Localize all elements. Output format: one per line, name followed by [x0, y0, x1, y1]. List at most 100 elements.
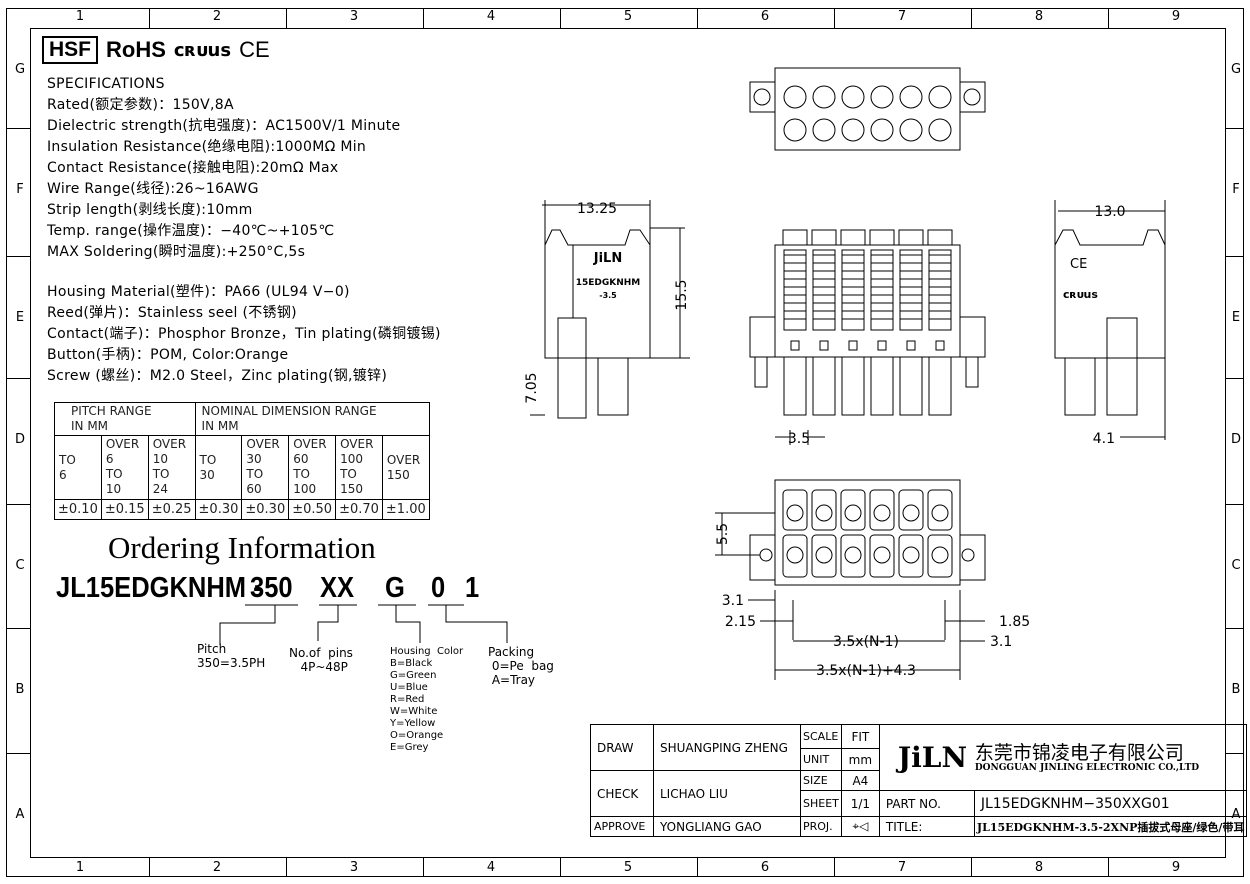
push-button	[899, 249, 923, 331]
pins-note: No.of pins 4P~48P	[289, 646, 353, 674]
projection-symbol: ⌖◁	[840, 816, 880, 837]
part-code-pitch: 350	[250, 572, 293, 604]
draw-name: SHUANGPING ZHENG	[653, 724, 801, 771]
tolerance-range: OVER 30 TO 60	[241, 435, 290, 500]
zone-row-C: C	[15, 558, 25, 573]
outer-border	[6, 8, 1244, 877]
wire-entry-icon	[870, 118, 894, 142]
dim-width-left: 13.25	[577, 201, 617, 217]
part-code-packing: 0	[431, 572, 446, 604]
zone-column-4: 4	[486, 860, 496, 875]
pin-hole-icon	[786, 546, 804, 564]
spec-line: Insulation Resistance(绝缘电阻):1000MΩ Min	[47, 139, 367, 155]
wire-entry-icon	[928, 85, 952, 109]
zone-row-D: D	[14, 432, 25, 447]
company-logo: JiLN	[897, 741, 968, 774]
spec-line: Dielectric strength(抗电强度)：AC1500V/1 Minu…	[47, 118, 401, 134]
pin-hole-icon	[902, 546, 920, 564]
push-button	[841, 249, 865, 331]
connector-drawings: 13.25 15.5 7.05 JiLN 15EDGKNHM -3.5 3.5 …	[524, 67, 1166, 680]
right-side-view: 13.0 4.1 CE cʀᴜus	[1054, 200, 1166, 447]
title-label: TITLE:	[878, 816, 975, 837]
spec-line: MAX Soldering(瞬时温度):+250°C,5s	[47, 244, 306, 260]
zone-column-6: 6	[760, 860, 770, 875]
wire-entry-icon	[899, 85, 923, 109]
dim-height: 15.5	[674, 279, 690, 310]
size-label: SIZE	[800, 770, 842, 791]
wire-entry-icon	[812, 118, 836, 142]
zone-row-A: A	[15, 807, 25, 822]
certification-logos: HSF RoHS cʀᴜus CE	[42, 36, 270, 64]
front-view: 3.5	[749, 229, 986, 447]
size-value: A4	[840, 770, 880, 791]
material-specs: Housing Material(塑件)：PA66 (UL94 V−0) Reed…	[47, 282, 441, 387]
zone-column-1: 1	[75, 860, 85, 875]
zone-column-9: 9	[1171, 9, 1181, 24]
approve-name: YONGLIANG GAO	[653, 816, 801, 837]
pin-hole-icon	[844, 504, 862, 522]
zone-column-3: 3	[349, 860, 359, 875]
part-no-value: JL15EDGKNHM−350XXG01	[973, 790, 1248, 817]
zone-column-1: 1	[75, 9, 85, 24]
spec-line: Wire Range(线径):26~16AWG	[47, 181, 259, 197]
wire-entry-icon	[783, 85, 807, 109]
side-model: 15EDGKNHM	[576, 278, 641, 288]
part-number-base: JL15EDGKNHM -	[56, 572, 262, 604]
zone-column-7: 7	[897, 860, 907, 875]
zone-row-F: F	[1232, 182, 1240, 197]
dim-row-gap: 5.5	[715, 523, 731, 545]
tolerance-value: ±0.30	[241, 499, 290, 520]
zone-row-B: B	[1231, 682, 1241, 697]
tolerance-range: OVER 60 TO 100	[288, 435, 337, 500]
pin-hole-icon	[873, 546, 891, 564]
left-side-view: 13.25 15.5 7.05 JiLN 15EDGKNHM -3.5	[524, 200, 690, 419]
hsf-logo: HSF	[42, 36, 98, 64]
zone-column-2: 2	[212, 9, 222, 24]
rohs-logo: RoHS	[106, 37, 166, 62]
material-line: Button(手柄)：POM, Color:Orange	[47, 347, 289, 363]
push-button	[870, 249, 894, 331]
wire-entry-icon	[899, 118, 923, 142]
pin-hole-icon	[815, 546, 833, 564]
pin-hole-icon	[902, 504, 920, 522]
scale-label: SCALE	[800, 724, 842, 749]
push-button	[928, 249, 952, 331]
material-line: Screw (螺丝)：M2.0 Steel，Zinc plating(钢,镀锌)	[47, 368, 388, 384]
spec-line: Strip length(剥线长度):10mm	[47, 202, 253, 218]
material-line: Reed(弹片)：Stainless seel (不锈钢)	[47, 305, 297, 321]
packing-note: Packing 0=Pe bag A=Tray	[488, 645, 554, 687]
wire-entry-icon	[783, 118, 807, 142]
pin-hole-icon	[844, 546, 862, 564]
part-no-label: PART NO.	[878, 790, 975, 817]
push-button	[812, 249, 836, 331]
tolerance-range: OVER 150	[381, 435, 430, 500]
wire-entry-icon	[812, 85, 836, 109]
wire-entry-icon	[841, 85, 865, 109]
spec-line: Temp. range(操作温度)：−40℃~+105℃	[47, 223, 335, 239]
pin-hole-icon	[815, 504, 833, 522]
top-view	[749, 67, 986, 151]
zone-column-3: 3	[349, 9, 359, 24]
ce-logo: CE	[239, 37, 270, 62]
dim-3-1-left: 3.1	[722, 593, 744, 609]
approve-label: APPROVE	[590, 816, 654, 837]
material-line: Housing Material(塑件)：PA66 (UL94 V−0)	[47, 284, 350, 300]
wire-entry-icon	[928, 118, 952, 142]
tolerance-value: ±0.70	[335, 499, 383, 520]
dim-3-1-right: 3.1	[990, 634, 1012, 650]
zone-column-8: 8	[1034, 9, 1044, 24]
sheet-label: SHEET	[800, 790, 842, 817]
check-name: LICHAO LIU	[653, 770, 801, 817]
zone-column-9: 9	[1171, 860, 1181, 875]
spec-line: Rated(额定参数)：150V,8A	[47, 97, 234, 113]
pin-hole-icon	[931, 546, 949, 564]
zone-row-E: E	[1231, 310, 1241, 325]
unit-label: UNIT	[800, 748, 842, 771]
part-code-suffix: 1	[465, 572, 480, 604]
pin-hole-icon	[786, 504, 804, 522]
zone-row-D: D	[1230, 432, 1241, 447]
proj-label: PROJ.	[800, 816, 842, 837]
side-pitch: -3.5	[599, 291, 617, 300]
ordering-title: Ordering Information	[108, 530, 376, 565]
